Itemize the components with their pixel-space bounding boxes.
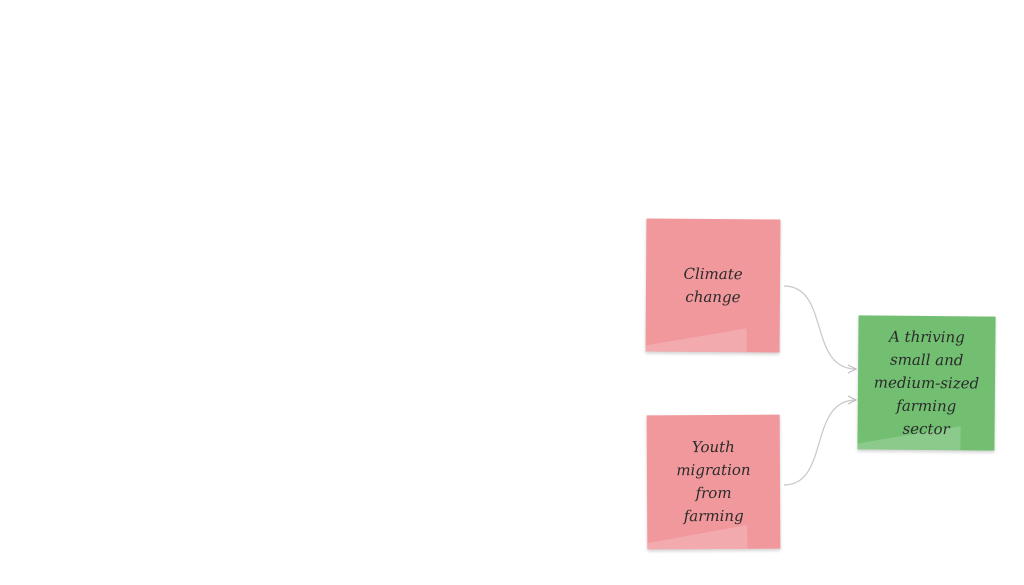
sticky-note-text: Youth migration from farming bbox=[676, 437, 751, 526]
connector-youth-to-thriving[interactable] bbox=[783, 400, 856, 486]
sticky-note-climate-change[interactable]: Climate change bbox=[645, 218, 781, 353]
sticky-note-text: A thriving small and medium-sized farmin… bbox=[873, 327, 980, 438]
sticky-note-text: Climate change bbox=[683, 264, 743, 306]
sticky-note-youth-migration[interactable]: Youth migration from farming bbox=[646, 414, 781, 550]
sticky-note-thriving-farming-sector[interactable]: A thriving small and medium-sized farmin… bbox=[857, 315, 996, 451]
connector-climate-to-thriving[interactable] bbox=[783, 285, 856, 369]
